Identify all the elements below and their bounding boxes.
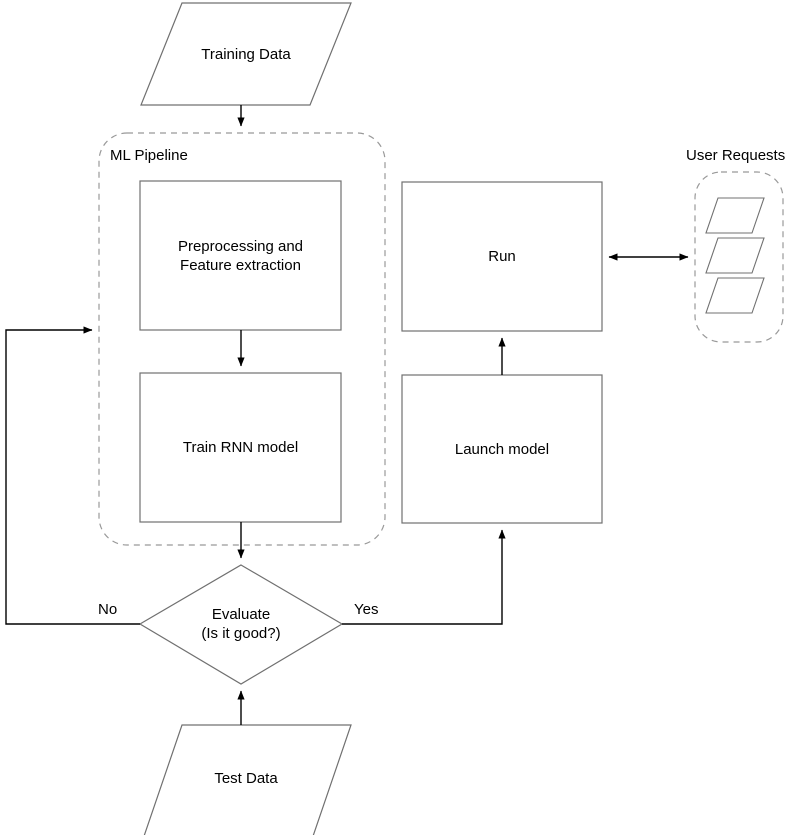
edge-evaluate-yes-to-launch bbox=[342, 529, 506, 625]
ml-pipeline-group-title: ML Pipeline bbox=[110, 147, 188, 164]
launch-model-shape[interactable] bbox=[401, 374, 603, 524]
user-requests-group-border bbox=[694, 171, 784, 343]
train-model-shape[interactable] bbox=[139, 372, 342, 523]
user-request-item-2 bbox=[705, 237, 765, 274]
evaluate-shape[interactable] bbox=[138, 564, 344, 685]
preprocessing-shape[interactable] bbox=[139, 180, 342, 331]
user-request-item-3 bbox=[705, 277, 765, 314]
edge-label-no: No bbox=[98, 601, 118, 618]
run-shape[interactable] bbox=[401, 181, 603, 332]
user-request-item-1 bbox=[705, 197, 765, 234]
edge-evaluate-no-to-pipeline bbox=[5, 326, 140, 625]
user-requests-group-title: User Requests bbox=[686, 147, 786, 164]
training-data-shape[interactable] bbox=[140, 2, 352, 106]
test-data-shape[interactable] bbox=[141, 724, 352, 835]
edge-label-yes: Yes bbox=[354, 601, 379, 618]
ml-pipeline-group-border bbox=[98, 132, 386, 546]
